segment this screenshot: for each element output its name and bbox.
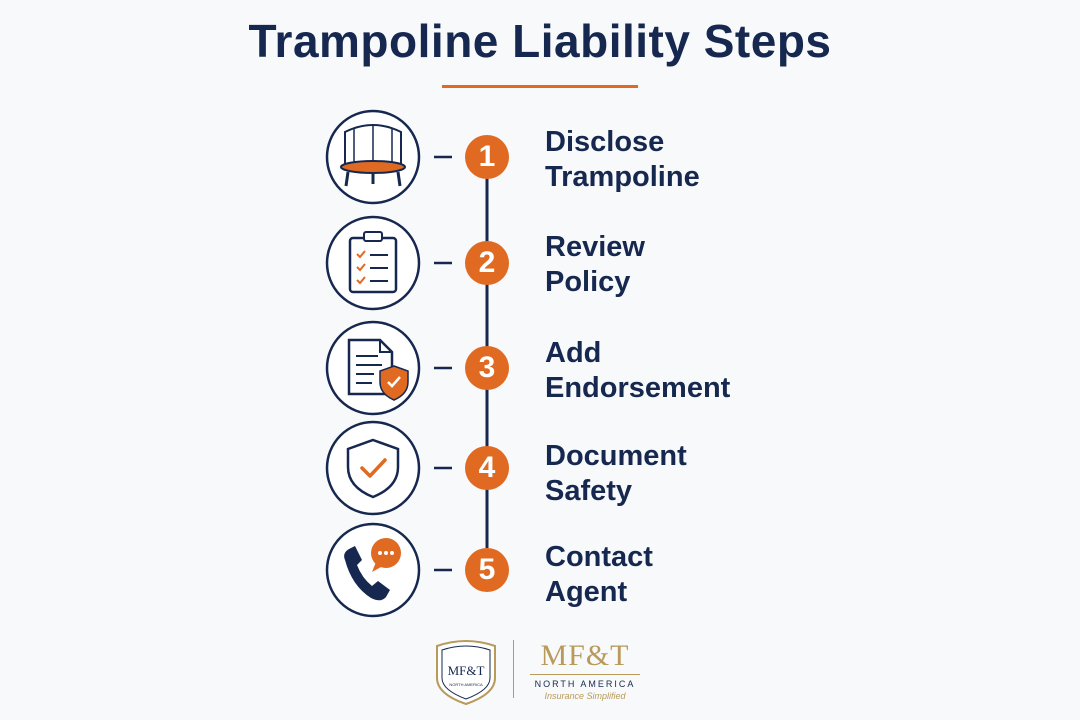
step-label-1-line2: Trampoline [545, 161, 700, 193]
step-label-4-line2: Safety [545, 475, 633, 507]
icon-circle-2 [325, 215, 421, 311]
step-label-2: Review Policy [545, 230, 865, 300]
step-number-3: 3 [465, 346, 509, 390]
step-label-3: Add Endorsement [545, 336, 865, 406]
logo-region: NORTH AMERICA [530, 674, 640, 690]
step-label-5: Contact Agent [545, 540, 865, 610]
step-label-5-line2: Agent [545, 576, 628, 608]
shield-check-icon [346, 438, 400, 499]
step-label-5-line1: Contact [545, 541, 653, 573]
logo-badge: MF&T NORTH AMERICA [436, 640, 496, 706]
step-label-2-line1: Review [545, 231, 645, 263]
logo-badge-sub: NORTH AMERICA [449, 682, 483, 687]
clipboard-checklist-icon [348, 231, 398, 294]
trampoline-icon [340, 124, 406, 187]
step-label-3-line2: Endorsement [545, 372, 731, 404]
document-shield-icon [347, 338, 409, 401]
step-label-1: Disclose Trampoline [545, 125, 865, 195]
step-number-2: 2 [465, 241, 509, 285]
step-number-1: 1 [465, 135, 509, 179]
step-label-1-line1: Disclose [545, 126, 665, 158]
step-label-2-line2: Policy [545, 266, 631, 298]
step-number-4: 4 [465, 446, 509, 490]
logo-tagline: Insurance Simplified [544, 691, 626, 701]
page-title: Trampoline Liability Steps [248, 15, 832, 67]
step-label-4: Document Safety [545, 439, 865, 509]
logo-divider [513, 640, 514, 698]
icon-circle-3 [325, 320, 421, 416]
step-label-4-line1: Document [545, 440, 687, 472]
title-underline [442, 85, 638, 88]
icon-circle-4 [325, 420, 421, 516]
logo-name: MF&T [540, 639, 630, 672]
logo-wordmark: MF&T NORTH AMERICA Insurance Simplified [530, 640, 640, 702]
step-label-3-line1: Add [545, 337, 602, 369]
logo-badge-text: MF&T [448, 663, 485, 678]
phone-chat-icon [344, 538, 401, 601]
step-number-5: 5 [465, 548, 509, 592]
